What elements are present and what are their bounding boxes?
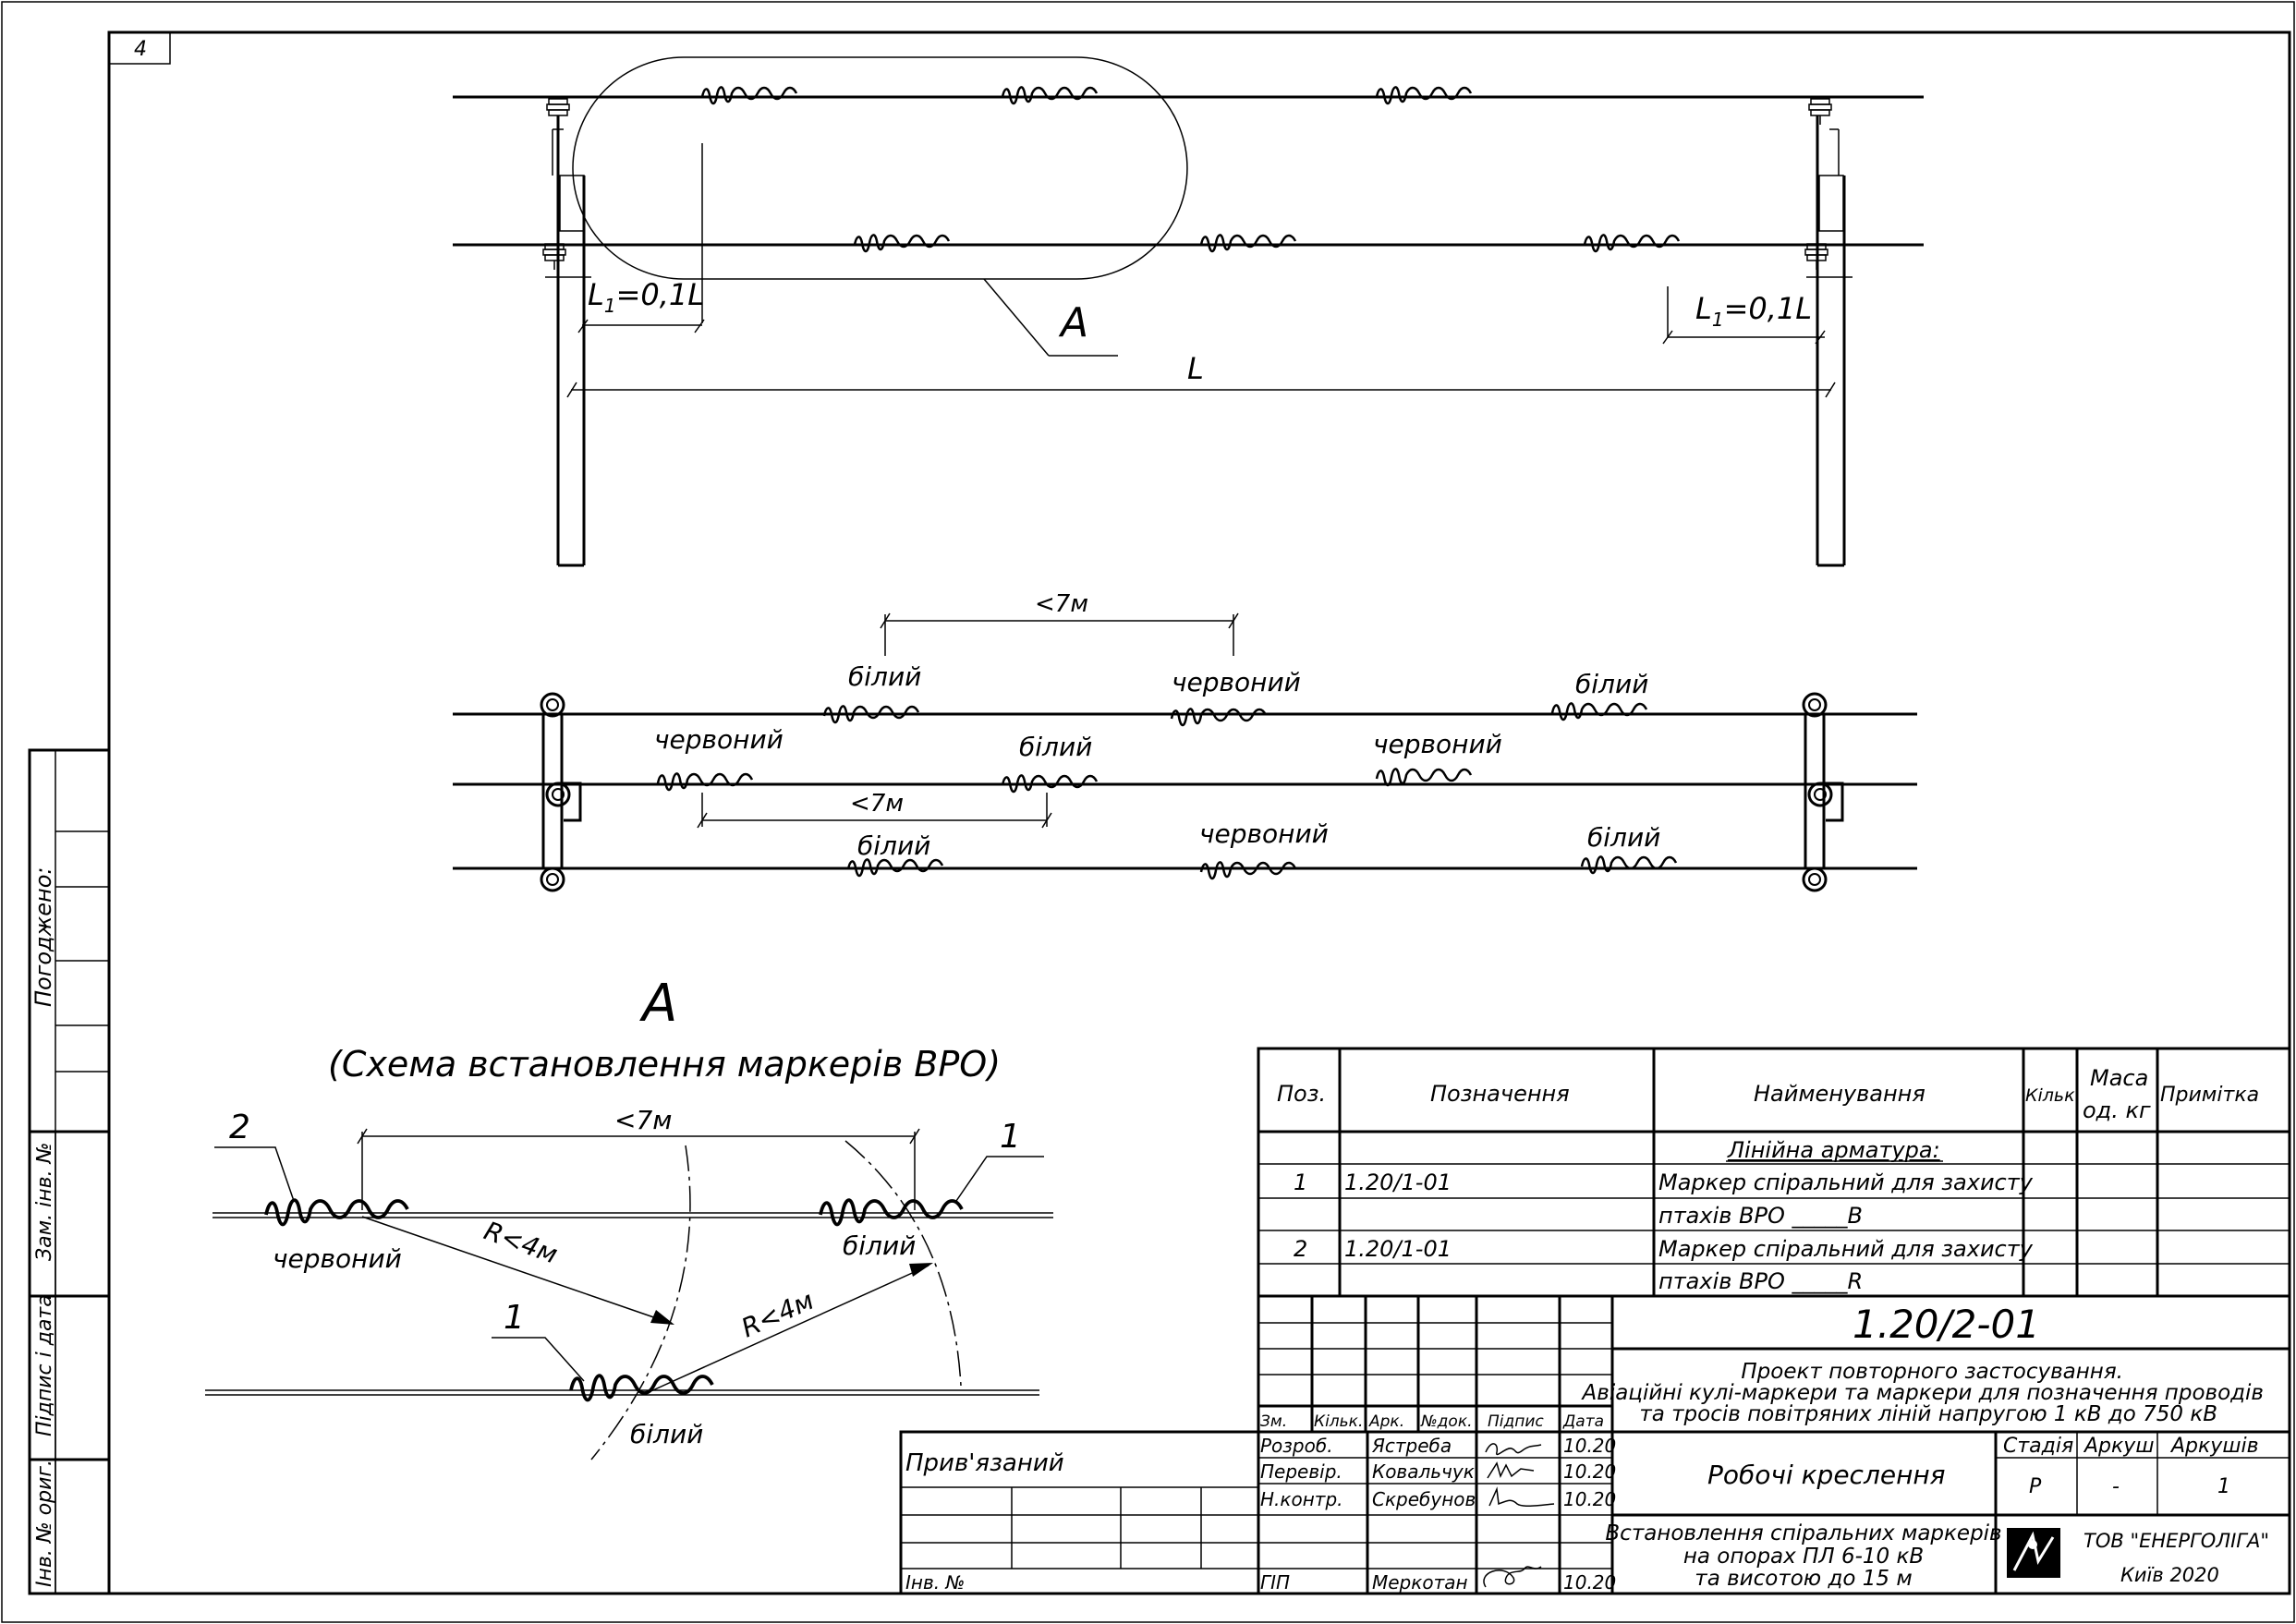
plan-top-label-1: білий: [848, 661, 921, 692]
name-developer: Ястреба: [1371, 1435, 1452, 1457]
plan-bot-label-2: червоний: [1199, 818, 1329, 849]
detail-pos-2: 2: [229, 1109, 250, 1146]
name-checker: Ковальчук: [1372, 1460, 1475, 1483]
detail-letter: A: [639, 974, 677, 1034]
role-chief-engineer: ГІП: [1260, 1571, 1290, 1594]
drawing-title-3: та висотою до 15 м: [1695, 1567, 1912, 1591]
spec-row-2-pos: 2: [1294, 1236, 1307, 1262]
spec-table: Поз. Позначення Найменування Кільк. Маса…: [1257, 1047, 2291, 1298]
spec-row-2-name-1: Маркер спіральний для захисту: [1658, 1236, 2034, 1262]
attached-label: Прив'язаний: [905, 1449, 1064, 1477]
signature-checker: [1487, 1461, 1535, 1479]
city-year: Київ 2020: [2120, 1564, 2219, 1586]
detail-a: A (Схема встановлення маркерів ВРО) <7м …: [205, 974, 1053, 1460]
signature-developer: [1485, 1443, 1542, 1456]
plan-mid-label-3: червоний: [1373, 729, 1502, 759]
plan-bot-label-3: білий: [1587, 822, 1660, 853]
role-norm-control: Н.контр.: [1260, 1488, 1343, 1510]
l1-left-label: L1=0,1L: [588, 277, 704, 317]
title-block: 1.20/2-01 Проект повторного застосування…: [1257, 1294, 2291, 1595]
detail-pos-1-right: 1: [1000, 1118, 1021, 1156]
spec-section-title: Лінійна арматура:: [1727, 1137, 1940, 1163]
name-norm-control: Скребунов: [1372, 1488, 1476, 1510]
stage-header: Стадія: [2003, 1435, 2073, 1458]
plan-view: <7м <7м білий червоний білий червоний бі…: [453, 590, 1917, 892]
sheet-header: Аркуш: [2083, 1435, 2154, 1458]
role-developer: Розроб.: [1260, 1435, 1333, 1457]
spec-row-2-name-2: птахів ВРО _____R: [1658, 1268, 1863, 1294]
doc-code: 1.20/2-01: [1853, 1302, 2040, 1347]
project-line-3: та тросів повітряних ліній напругою 1 кВ…: [1639, 1402, 2217, 1426]
col-header-qty: Кільк.: [1314, 1412, 1363, 1431]
detail-label-white-upper: білий: [843, 1230, 916, 1261]
col-header-change: Зм.: [1260, 1412, 1287, 1431]
spec-header-pos: Поз.: [1277, 1081, 1326, 1107]
plan-bot-label-1: білий: [857, 830, 930, 861]
detail-spacing: <7м: [614, 1105, 672, 1135]
col-header-docno: №док.: [1420, 1412, 1473, 1431]
detail-label-white-lower: білий: [630, 1419, 703, 1449]
date-chief-engineer: 10.20: [1563, 1571, 1616, 1594]
col-header-sheet: Арк.: [1368, 1412, 1404, 1431]
name-chief-engineer: Меркотан: [1372, 1571, 1468, 1594]
sheets-value: 1: [2217, 1475, 2230, 1498]
spec-header-note: Примітка: [2160, 1084, 2259, 1107]
elevation-view: A L1=0,1L L1=0,1L L: [453, 56, 1924, 567]
plan-spacing-mid: <7м: [850, 790, 904, 818]
date-checker: 10.20: [1563, 1460, 1616, 1483]
callout-letter-a: A: [1058, 299, 1088, 346]
spec-row-1-name-2: птахів ВРО _____B: [1658, 1203, 1863, 1229]
plan-mid-label-1: червоний: [654, 724, 784, 755]
attached-block: Прив'язаний Інв. №: [899, 1430, 1260, 1595]
project-line-2: Авіаційні кулі-маркери та маркери для по…: [1581, 1381, 2264, 1405]
signature-chief-engineer: [1483, 1566, 1542, 1588]
detail-label-red: червоний: [273, 1243, 402, 1274]
project-line-1: Проект повторного застосування.: [1741, 1360, 2123, 1384]
sheets-header: Аркушів: [2169, 1435, 2259, 1458]
spec-row-2-designation: 1.20/1-01: [1344, 1236, 1452, 1262]
sheet-corner-number: 4: [134, 38, 147, 61]
date-developer: 10.20: [1563, 1435, 1616, 1457]
spec-row-1-name-1: Маркер спіральний для захисту: [1658, 1170, 2034, 1195]
l1-right-label: L1=0,1L: [1695, 291, 1812, 331]
drawing-title-1: Встановлення спіральних маркерів: [1605, 1521, 2001, 1545]
stage-value: Р: [2029, 1475, 2042, 1498]
date-norm-control: 10.20: [1563, 1488, 1616, 1510]
spec-header-mass-1: Маса: [2090, 1065, 2148, 1091]
company-logo-icon: [2007, 1528, 2060, 1578]
plan-mid-label-2: білий: [1019, 732, 1092, 762]
spec-row-1-pos: 1: [1294, 1170, 1307, 1195]
side-strip: Погоджено: Зам. інв. № Підпис і дата Інв…: [28, 748, 111, 1595]
detail-pos-1-low: 1: [504, 1299, 525, 1337]
role-checker: Перевір.: [1260, 1460, 1342, 1483]
col-header-date: Дата: [1562, 1412, 1604, 1431]
plan-spacing-top: <7м: [1035, 590, 1088, 618]
plan-top-label-3: білий: [1575, 669, 1648, 699]
spec-header-qty: Кільк.: [2025, 1085, 2081, 1106]
spec-header-mass-2: од. кг: [2083, 1097, 2151, 1123]
spec-header-designation: Позначення: [1430, 1081, 1570, 1107]
col-header-sign: Підпис: [1488, 1412, 1544, 1431]
drawing-title-2: на опорах ПЛ 6-10 кВ: [1683, 1545, 1924, 1569]
work-title: Робочі креслення: [1707, 1460, 1946, 1490]
radius-label-2: R<4м: [736, 1285, 818, 1343]
sheet-value: -: [2112, 1475, 2120, 1498]
inv-no-label: Інв. №: [905, 1571, 965, 1594]
spec-header-name: Найменування: [1754, 1081, 1925, 1107]
orig-inv-label: Інв. № ориг.: [33, 1460, 56, 1587]
signature-norm-control: [1488, 1486, 1555, 1508]
company-name: ТОВ "ЕНЕРГОЛІГА": [2083, 1530, 2269, 1552]
detail-caption: (Схема встановлення маркерів ВРО): [328, 1044, 1001, 1085]
plan-top-label-2: червоний: [1172, 667, 1301, 697]
agreed-label: Погоджено:: [30, 867, 56, 1007]
sign-date-label: Підпис і дата: [33, 1294, 56, 1436]
replaced-inv-label: Зам. інв. №: [33, 1143, 56, 1262]
spec-row-1-designation: 1.20/1-01: [1344, 1170, 1452, 1195]
span-label: L: [1187, 351, 1204, 386]
